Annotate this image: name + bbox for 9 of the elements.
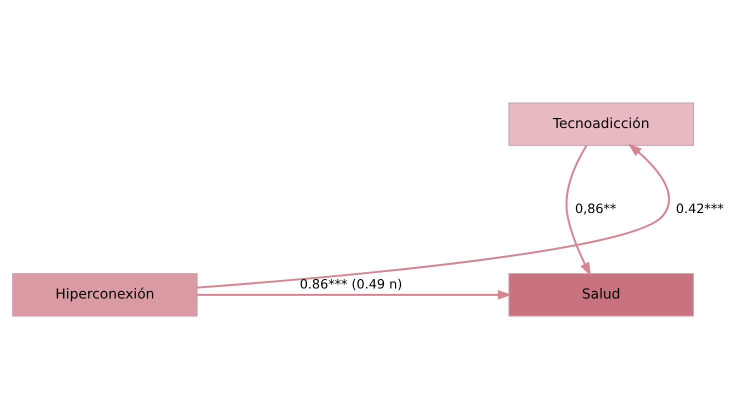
node-box: Tecnoadicción bbox=[508, 102, 694, 146]
node-box: Salud bbox=[508, 272, 694, 316]
arrow bbox=[197, 142, 670, 288]
node-box: Hiperconexión bbox=[12, 272, 198, 316]
edge-label: 0,86** bbox=[574, 201, 616, 216]
arrow bbox=[565, 144, 591, 276]
arrow bbox=[197, 290, 512, 300]
edge-label: 0.86*** (0.49 n) bbox=[300, 276, 402, 292]
edge-label: 0.42*** bbox=[676, 201, 724, 216]
